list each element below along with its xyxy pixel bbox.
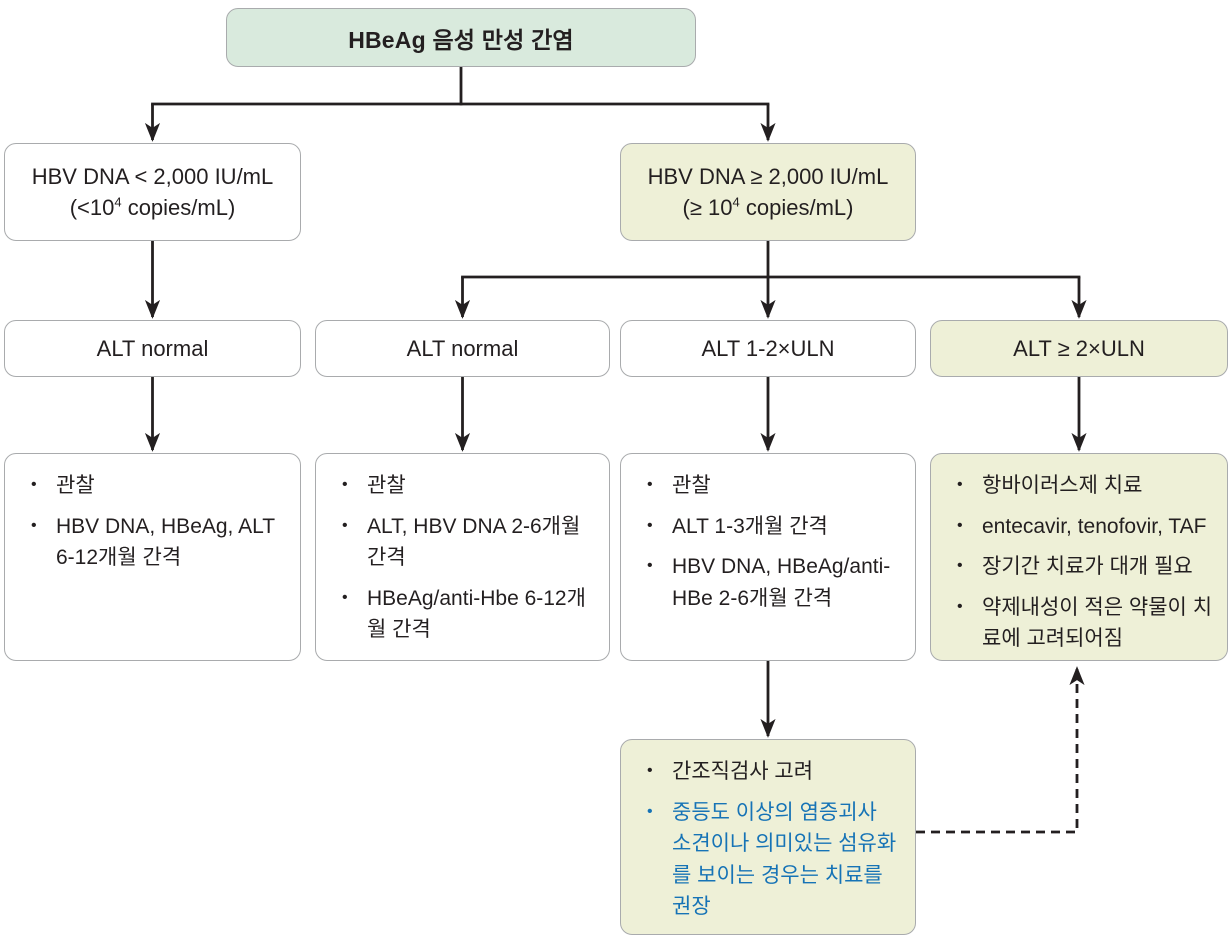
- list-item: 약제내성이 적은 약물이 치료에 고려되어짐: [957, 592, 1213, 655]
- list-item: entecavir, tenofovir, TAF: [957, 511, 1213, 543]
- node-alt-normal-1: ALT normal: [4, 320, 301, 377]
- node-alt-ge-2-uln: ALT ≥ 2×ULN: [930, 320, 1228, 377]
- list-item: HBV DNA, HBeAg, ALT 6-12개월 간격: [31, 511, 286, 574]
- node-root: HBeAg 음성 만성 간염: [226, 8, 696, 67]
- plan2-bullet-list: 관찰 ALT, HBV DNA 2-6개월 간격 HBeAg/anti-Hbe …: [316, 454, 609, 646]
- list-item: HBeAg/anti-Hbe 6-12개월 간격: [342, 583, 595, 646]
- plan4-bullet-list: 항바이러스제 치료 entecavir, tenofovir, TAF 장기간 …: [931, 454, 1227, 655]
- list-item: ALT 1-3개월 간격: [647, 511, 901, 543]
- node-alt-ge-2-uln-label: ALT ≥ 2×ULN: [1013, 335, 1145, 361]
- list-item: 간조직검사 고려: [647, 756, 901, 788]
- list-item: 장기간 치료가 대개 필요: [957, 551, 1213, 583]
- node-plan-observe-1: 관찰 HBV DNA, HBeAg, ALT 6-12개월 간격: [4, 453, 301, 661]
- node-alt-1-2-uln: ALT 1-2×ULN: [620, 320, 916, 377]
- node-hbv-dna-low-line2: (<104 copies/mL): [69, 194, 236, 220]
- plan1-bullet-list: 관찰 HBV DNA, HBeAg, ALT 6-12개월 간격: [5, 454, 300, 574]
- list-item: 항바이러스제 치료: [957, 470, 1213, 502]
- list-item-emphasis: 중등도 이상의 염증괴사 소견이나 의미있는 섬유화를 보이는 경우는 치료를 …: [647, 797, 901, 923]
- superscript-4: 4: [114, 194, 122, 210]
- biopsy-bullet-list: 간조직검사 고려 중등도 이상의 염증괴사 소견이나 의미있는 섬유화를 보이는…: [621, 740, 915, 923]
- node-alt-normal-2-label: ALT normal: [406, 335, 519, 361]
- node-alt-1-2-uln-label: ALT 1-2×ULN: [701, 335, 835, 361]
- node-plan-observe-2: 관찰 ALT, HBV DNA 2-6개월 간격 HBeAg/anti-Hbe …: [315, 453, 610, 661]
- node-hbv-dna-low: HBV DNA < 2,000 IU/mL (<104 copies/mL): [4, 143, 301, 241]
- node-hbv-dna-low-line1: HBV DNA < 2,000 IU/mL: [31, 163, 274, 189]
- plan3-bullet-list: 관찰 ALT 1-3개월 간격 HBV DNA, HBeAg/anti-HBe …: [621, 454, 915, 614]
- superscript-4: 4: [732, 194, 740, 210]
- node-root-label: HBeAg 음성 만성 간염: [348, 26, 574, 53]
- node-liver-biopsy: 간조직검사 고려 중등도 이상의 염증괴사 소견이나 의미있는 섬유화를 보이는…: [620, 739, 916, 935]
- list-item: ALT, HBV DNA 2-6개월 간격: [342, 511, 595, 574]
- node-alt-normal-1-label: ALT normal: [96, 335, 209, 361]
- node-hbv-dna-high-line1: HBV DNA ≥ 2,000 IU/mL: [647, 163, 889, 189]
- node-plan-observe-3: 관찰 ALT 1-3개월 간격 HBV DNA, HBeAg/anti-HBe …: [620, 453, 916, 661]
- node-hbv-dna-high: HBV DNA ≥ 2,000 IU/mL (≥ 104 copies/mL): [620, 143, 916, 241]
- list-item: 관찰: [31, 470, 286, 502]
- arrow-biopsy-to-plan4-dashed: [916, 666, 1085, 834]
- node-hbv-dna-high-line2: (≥ 104 copies/mL): [682, 194, 854, 220]
- list-item: 관찰: [647, 470, 901, 502]
- node-alt-normal-2: ALT normal: [315, 320, 610, 377]
- node-plan-antiviral: 항바이러스제 치료 entecavir, tenofovir, TAF 장기간 …: [930, 453, 1228, 661]
- list-item: HBV DNA, HBeAg/anti-HBe 2-6개월 간격: [647, 551, 901, 614]
- list-item: 관찰: [342, 470, 595, 502]
